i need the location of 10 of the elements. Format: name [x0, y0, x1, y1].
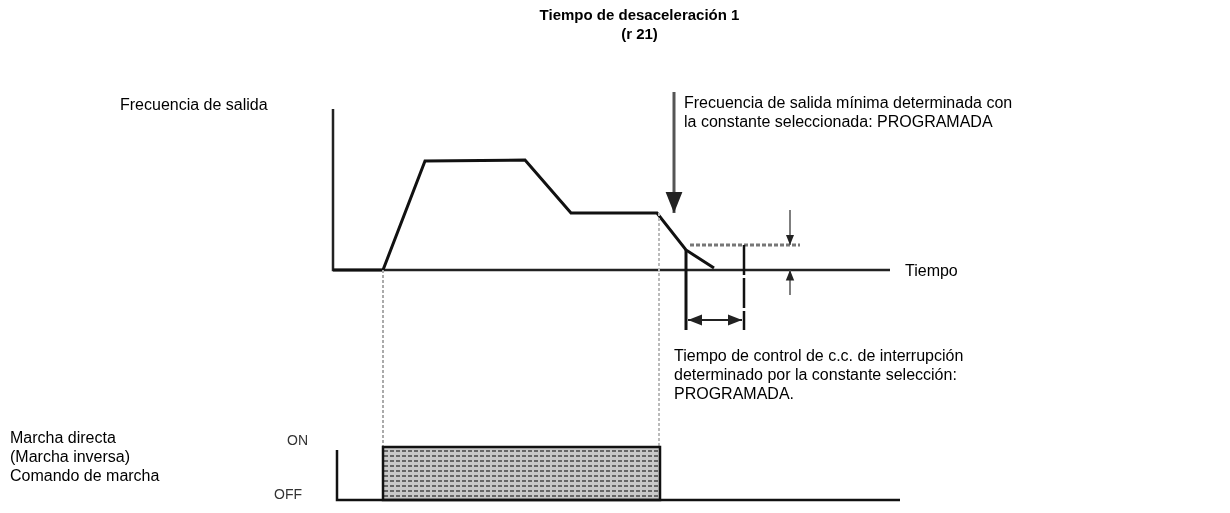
label-text: Tiempo	[905, 261, 959, 280]
label-text: Frecuencia de salida mínima determinada con la constante seleccionada: PROGRAMADA	[684, 93, 1014, 131]
label-text: OFF	[274, 485, 303, 504]
label-text: ON	[287, 431, 309, 450]
label-text: Comando de marcha	[10, 466, 161, 485]
diagram-title: Tiempo de desaceleración 1 (r 21)	[538, 5, 741, 43]
label-text: (Marcha inversa)	[10, 447, 132, 466]
label-text: Marcha directa	[10, 428, 117, 447]
label-text: Frecuencia de salida	[120, 95, 269, 114]
label-text: Tiempo de control de c.c. de interrupción determinado por la constante selección: PROGRAMADA.	[674, 346, 965, 403]
